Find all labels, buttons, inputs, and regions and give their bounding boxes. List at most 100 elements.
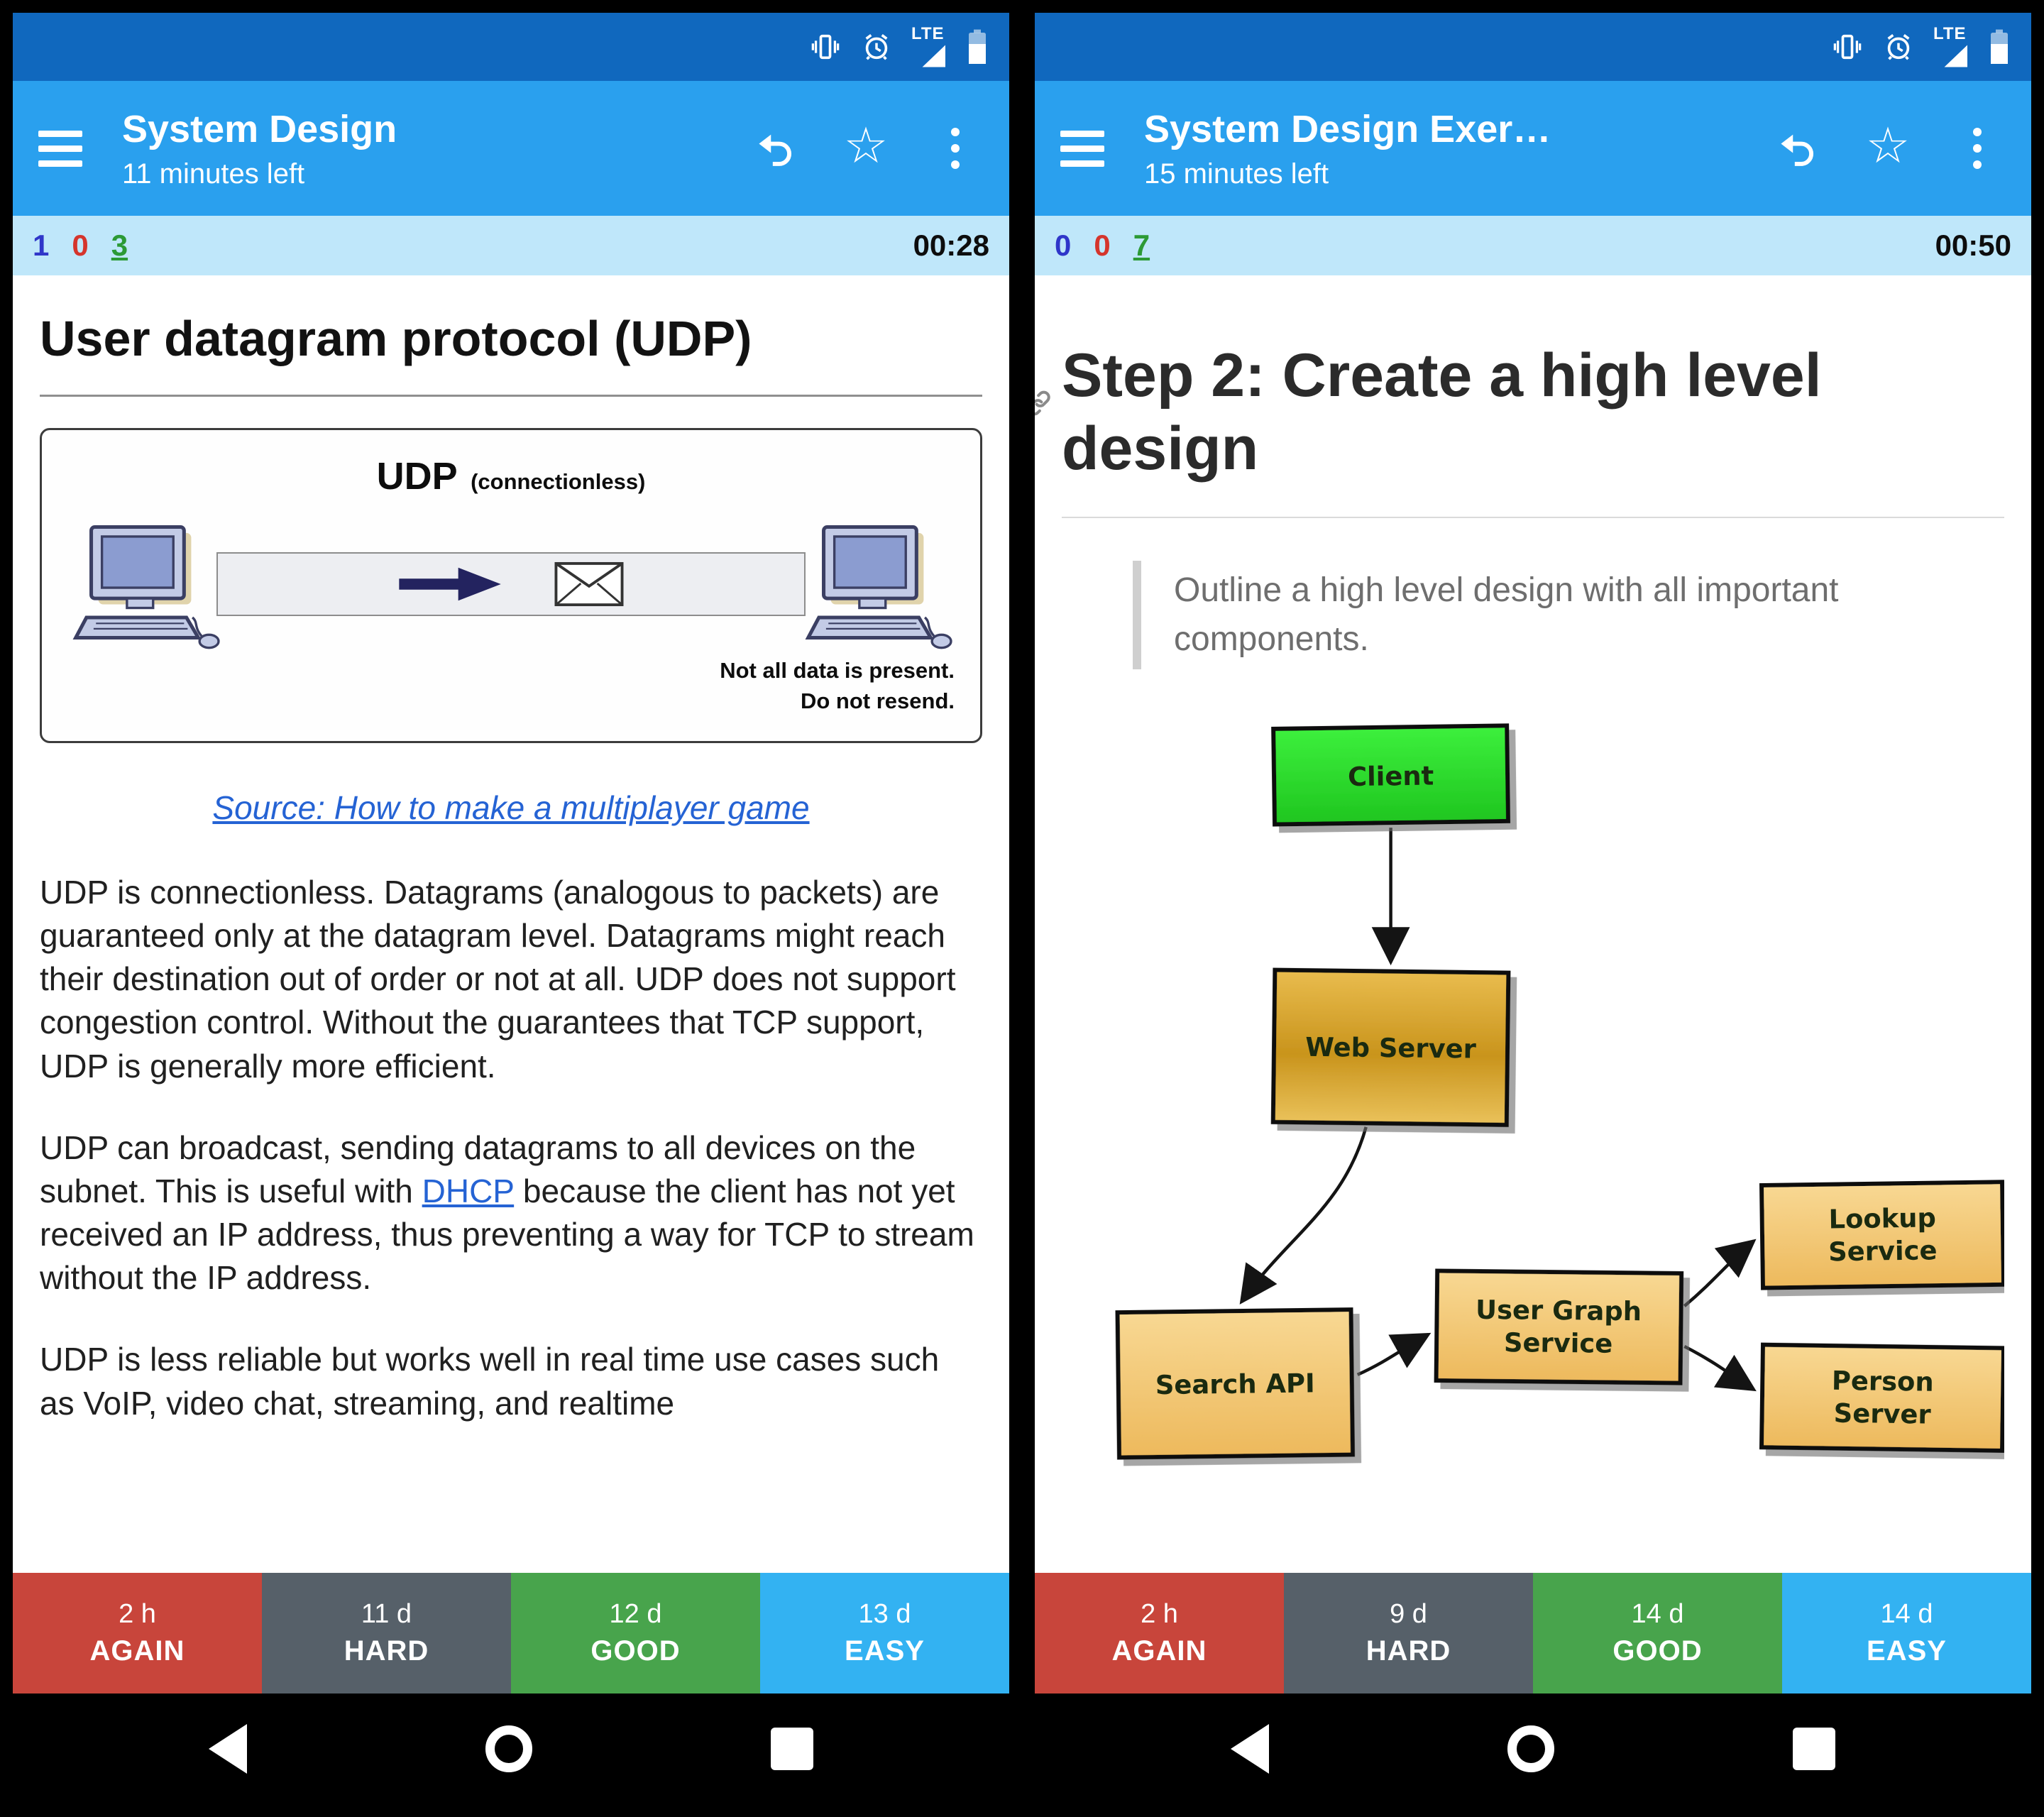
menu-icon[interactable] <box>1060 130 1104 167</box>
time-left-subtitle: 11 minutes left <box>122 158 305 190</box>
battery-icon <box>1987 28 2011 65</box>
again-interval: 2 h <box>119 1599 156 1629</box>
again-button[interactable]: 2 h AGAIN <box>1035 1573 1284 1694</box>
paragraph-2: UDP can broadcast, sending datagrams to … <box>40 1126 982 1300</box>
home-icon[interactable] <box>485 1725 532 1772</box>
mark-card-button[interactable]: ☆ <box>1865 118 1911 173</box>
undo-button[interactable] <box>1770 116 1827 180</box>
computer-icon-left <box>72 525 220 649</box>
review-count: 7 <box>1133 229 1150 262</box>
alarm-icon <box>860 31 893 63</box>
undo-button[interactable] <box>748 116 805 180</box>
figure-subtitle: (connectionless) <box>471 469 646 495</box>
again-button[interactable]: 2 h AGAIN <box>13 1573 262 1694</box>
undo-icon <box>1781 134 1813 166</box>
node-search-api: Search API <box>1115 1307 1356 1460</box>
arrow-usergraph-to-person <box>1683 1344 1757 1391</box>
menu-icon[interactable] <box>38 130 82 167</box>
hard-interval: 11 d <box>361 1599 412 1629</box>
paragraph-3: UDP is less reliable but works well in r… <box>40 1341 940 1422</box>
high-level-design-diagram: Client Web Server Search API User Graph … <box>1115 723 2004 1460</box>
answer-buttons-bar: 2 h AGAIN 11 d HARD 12 d GOOD 13 d EASY <box>13 1573 1009 1694</box>
back-icon[interactable] <box>209 1724 247 1774</box>
card-content: User datagram protocol (UDP) UDP (connec… <box>13 275 1009 1573</box>
easy-button[interactable]: 14 d EASY <box>1782 1573 2031 1694</box>
vibrate-icon <box>1831 31 1864 63</box>
easy-label: EASY <box>845 1635 925 1667</box>
good-button[interactable]: 12 d GOOD <box>511 1573 760 1694</box>
home-icon[interactable] <box>1507 1725 1554 1772</box>
phone-right-screenshot: LTE System Design Exer… 15 minutes left … <box>1035 13 2031 1804</box>
node-person-server: Person Server <box>1759 1342 2004 1453</box>
good-interval: 14 d <box>1631 1599 1684 1629</box>
udp-figure: UDP (connectionless) <box>40 428 982 743</box>
overflow-menu-button[interactable] <box>1949 116 2006 180</box>
hard-label: HARD <box>1366 1635 1451 1667</box>
paragraph-2-text-pre: UDP can broadcast, sending datagrams to … <box>40 1129 916 1209</box>
app-bar: System Design Exer… 15 minutes left ☆ <box>1035 81 2031 216</box>
status-bar: LTE <box>1035 13 2031 81</box>
overflow-menu-button[interactable] <box>927 116 984 180</box>
android-nav-bar <box>1035 1694 2031 1804</box>
mark-card-button[interactable]: ☆ <box>843 118 889 173</box>
figure-note: Not all data is present. Do not resend. <box>67 656 955 717</box>
node-web-server: Web Server <box>1270 967 1511 1127</box>
cellular-signal-icon: LTE <box>1933 26 1969 68</box>
vibrate-icon <box>809 31 842 63</box>
deck-title-block: System Design 11 minutes left <box>122 107 715 190</box>
svg-text:Client: Client <box>1348 760 1434 792</box>
source-link[interactable]: Source: How to make a multiplayer game <box>212 789 810 826</box>
figure-header: UDP (connectionless) <box>67 454 955 498</box>
dhcp-link[interactable]: DHCP <box>422 1172 515 1209</box>
paragraph-2-text-post: because the client has not yet received … <box>40 1172 974 1297</box>
svg-text:Lookup: Lookup <box>1828 1202 1936 1234</box>
arrow-searchapi-to-usergraph <box>1356 1332 1432 1376</box>
deck-title: System Design <box>122 107 397 150</box>
instruction-quote: Outline a high level design with all imp… <box>1133 561 2004 669</box>
anchor-link-icon <box>1035 361 1053 434</box>
recents-icon[interactable] <box>1793 1728 1835 1770</box>
easy-interval: 13 d <box>858 1599 911 1629</box>
hard-button[interactable]: 11 d HARD <box>262 1573 511 1694</box>
paragraph-1: UDP is connectionless. Datagrams (analog… <box>40 873 956 1085</box>
learning-count: 0 <box>1094 229 1111 262</box>
easy-button[interactable]: 13 d EASY <box>760 1573 1009 1694</box>
node-client: Client <box>1271 723 1511 827</box>
hard-button[interactable]: 9 d HARD <box>1284 1573 1533 1694</box>
figure-illustration <box>67 517 955 652</box>
answer-buttons-bar: 2 h AGAIN 9 d HARD 14 d GOOD 14 d EASY <box>1035 1573 2031 1694</box>
card-timer: 00:50 <box>1935 229 2011 262</box>
overflow-menu-icon <box>1973 128 1982 169</box>
figure-title: UDP <box>376 455 458 498</box>
svg-text:Server: Server <box>1833 1398 1931 1429</box>
good-button[interactable]: 14 d GOOD <box>1533 1573 1782 1694</box>
card-heading: User datagram protocol (UDP) <box>40 311 752 366</box>
hard-interval: 9 d <box>1390 1599 1427 1629</box>
computer-icon-right <box>805 525 952 649</box>
card-heading-text: Step 2: Create a high level design <box>1062 341 1822 483</box>
back-icon[interactable] <box>1231 1724 1269 1774</box>
svg-text:Service: Service <box>1504 1327 1613 1359</box>
new-count: 1 <box>33 229 50 262</box>
status-bar: LTE <box>13 13 1009 81</box>
easy-label: EASY <box>1867 1635 1947 1667</box>
card-counts: 1 0 3 <box>33 229 128 263</box>
card-heading: Step 2: Create a high level design <box>1035 339 2004 485</box>
svg-text:User Graph: User Graph <box>1476 1295 1642 1327</box>
svg-text:Service: Service <box>1828 1235 1938 1267</box>
lte-label: LTE <box>1933 24 1967 43</box>
divider <box>1062 517 2004 519</box>
deck-title: System Design Exer… <box>1144 107 1551 150</box>
node-user-graph-service: User Graph Service <box>1434 1268 1684 1385</box>
recents-icon[interactable] <box>771 1728 813 1770</box>
svg-text:Search API: Search API <box>1155 1368 1315 1400</box>
deck-title-block: System Design Exer… 15 minutes left <box>1144 107 1737 190</box>
good-label: GOOD <box>1612 1635 1703 1667</box>
app-bar: System Design 11 minutes left ☆ <box>13 81 1009 216</box>
overflow-menu-icon <box>951 128 960 169</box>
good-interval: 12 d <box>609 1599 662 1629</box>
right-arrow-icon <box>399 568 501 601</box>
easy-interval: 14 d <box>1880 1599 1933 1629</box>
figure-note-line2: Do not resend. <box>800 688 955 714</box>
card-timer: 00:28 <box>913 229 989 262</box>
